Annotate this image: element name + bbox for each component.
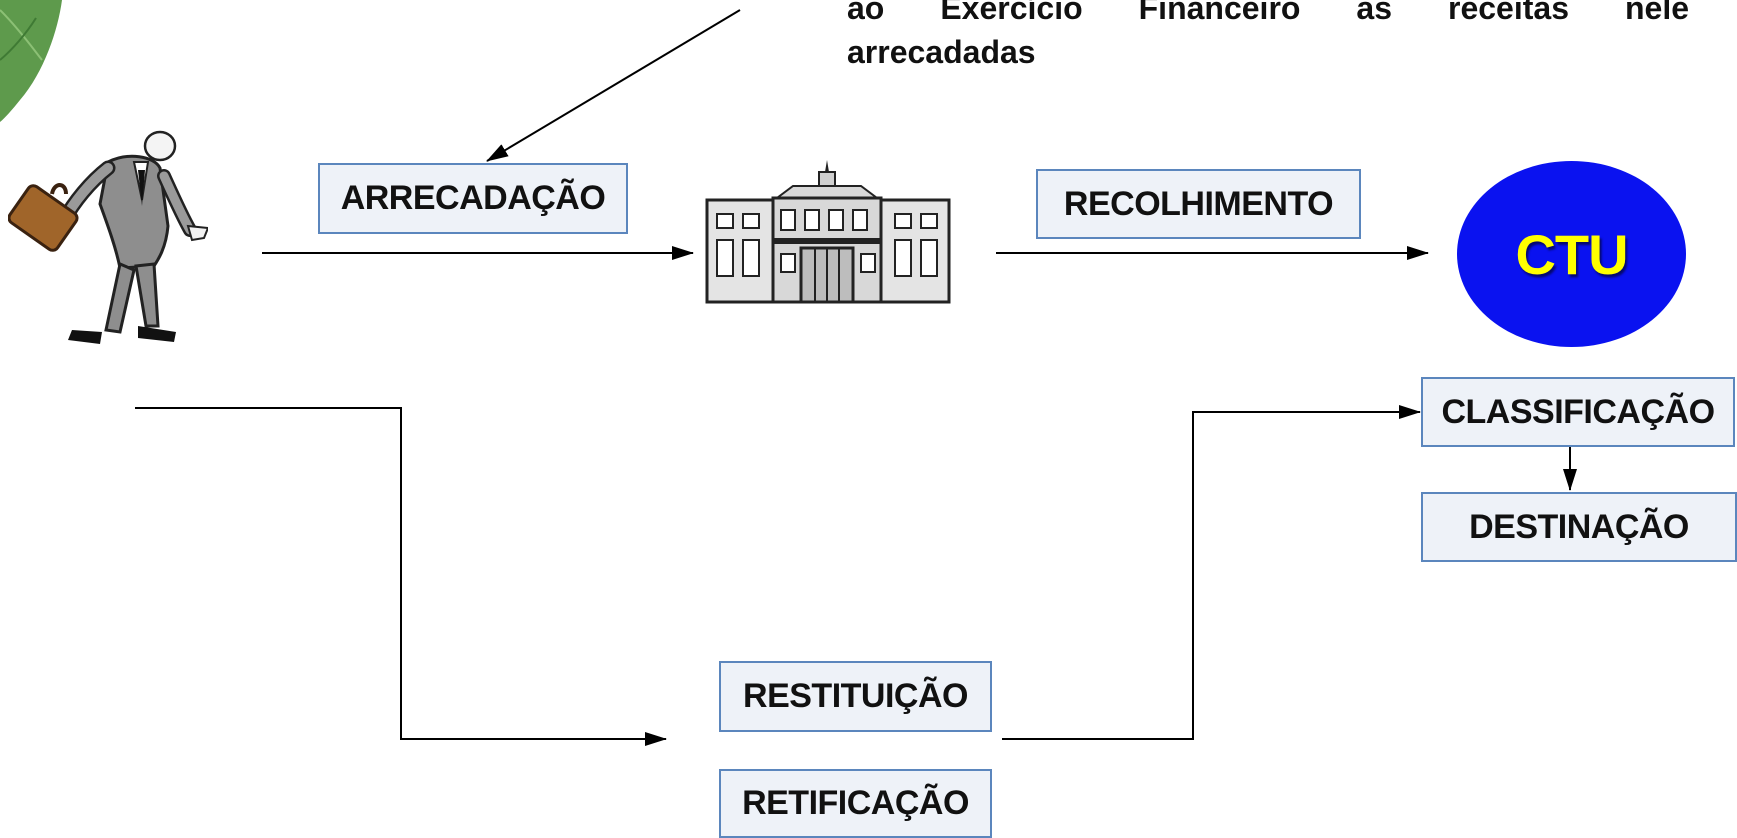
heading-line-2: arrecadadas <box>847 34 1036 70</box>
heading-line-1: ao Exercício Financeiro as receitas nele <box>847 0 1689 26</box>
box-restituicao: RESTITUIÇÃO <box>719 661 992 732</box>
ctu-label: CTU <box>1515 222 1628 286</box>
bank-building-icon <box>705 160 951 304</box>
arrow-restituicao-to-classificacao <box>1002 405 1421 740</box>
box-recolhimento: RECOLHIMENTO <box>1036 169 1361 239</box>
leaf-decoration-icon <box>0 0 62 122</box>
arrow-person-to-restituicao <box>135 407 667 746</box>
heading-text: ao Exercício Financeiro as receitas nele… <box>847 0 1689 74</box>
box-arrecadacao: ARRECADAÇÃO <box>318 163 628 234</box>
box-classificacao: CLASSIFICAÇÃO <box>1421 377 1735 447</box>
arrow-heading-to-arrecadacao <box>486 9 741 162</box>
box-retificacao: RETIFICAÇÃO <box>719 769 992 838</box>
box-destinacao: DESTINAÇÃO <box>1421 492 1737 562</box>
ctu-ellipse: CTU <box>1457 161 1686 347</box>
businessman-with-briefcase-icon <box>8 130 208 344</box>
